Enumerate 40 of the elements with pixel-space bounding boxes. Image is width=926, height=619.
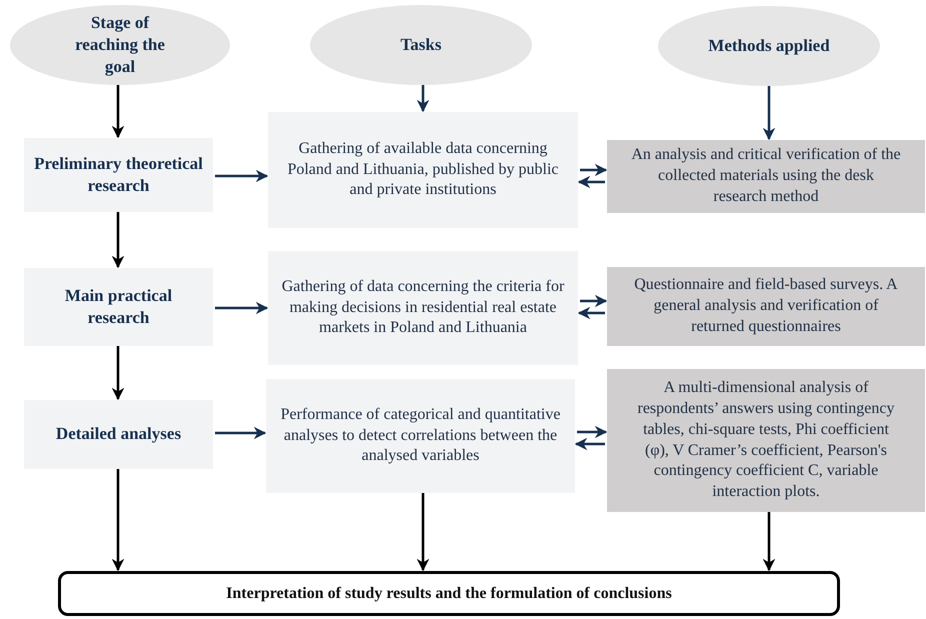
arrow — [416, 85, 430, 112]
arrow — [215, 426, 266, 440]
arrow — [112, 469, 124, 572]
node-label: Gathering of data concerning the criteria for making decisions in residential real estate markets in Poland and Lithuania — [280, 276, 566, 338]
method-box — [607, 369, 925, 512]
arrow — [578, 176, 605, 188]
arrow — [112, 212, 124, 268]
arrow — [577, 426, 608, 438]
node-label: A multi-dimensional analysis of respondents’ answers using contingency tables, chi-square tests, Phi coefficient (φ), V Cramer’s coefficient, Pearson's contingency coefficient C, variable interaction plots. — [636, 378, 896, 502]
stage-box — [24, 138, 213, 212]
stage-box — [24, 400, 213, 469]
stage-box — [24, 268, 213, 346]
conclusion-box — [58, 571, 840, 616]
arrow — [215, 170, 268, 182]
node-label: Preliminary theoretical research — [33, 152, 204, 197]
task-box — [266, 379, 575, 493]
node-label: Questionnaire and field-based surveys. A general analysis and verification of returned questionnaires — [633, 275, 899, 337]
task-box — [268, 251, 578, 365]
arrow — [580, 164, 608, 176]
node-label: Detailed analyses — [56, 423, 182, 446]
method-box — [607, 140, 925, 213]
node-label: An analysis and critical verification of the collected materials using the desk research method — [631, 145, 901, 207]
node-label: Interpretation of study results and the formulation of conclusions — [226, 584, 672, 602]
arrow — [580, 294, 608, 308]
node-label: Methods applied — [708, 34, 830, 57]
method-box — [607, 267, 925, 346]
node-label: Stage of reaching the goal — [74, 12, 166, 78]
arrow — [215, 302, 268, 314]
task-box — [268, 112, 578, 228]
arrow — [574, 438, 605, 450]
node-label: Performance of categorical and quantitative analyses to detect correlations between the analysed variables — [280, 404, 562, 466]
arrow — [762, 512, 776, 572]
arrow — [112, 346, 124, 400]
arrow — [416, 493, 430, 572]
arrow — [578, 306, 605, 320]
node-label: Tasks — [400, 34, 442, 56]
node-label: Gathering of available data concerning Poland and Lithuania, published by public and private institutions — [286, 138, 560, 200]
node-label: Main practical research — [64, 284, 174, 329]
arrow — [112, 85, 124, 138]
arrow — [762, 86, 776, 140]
